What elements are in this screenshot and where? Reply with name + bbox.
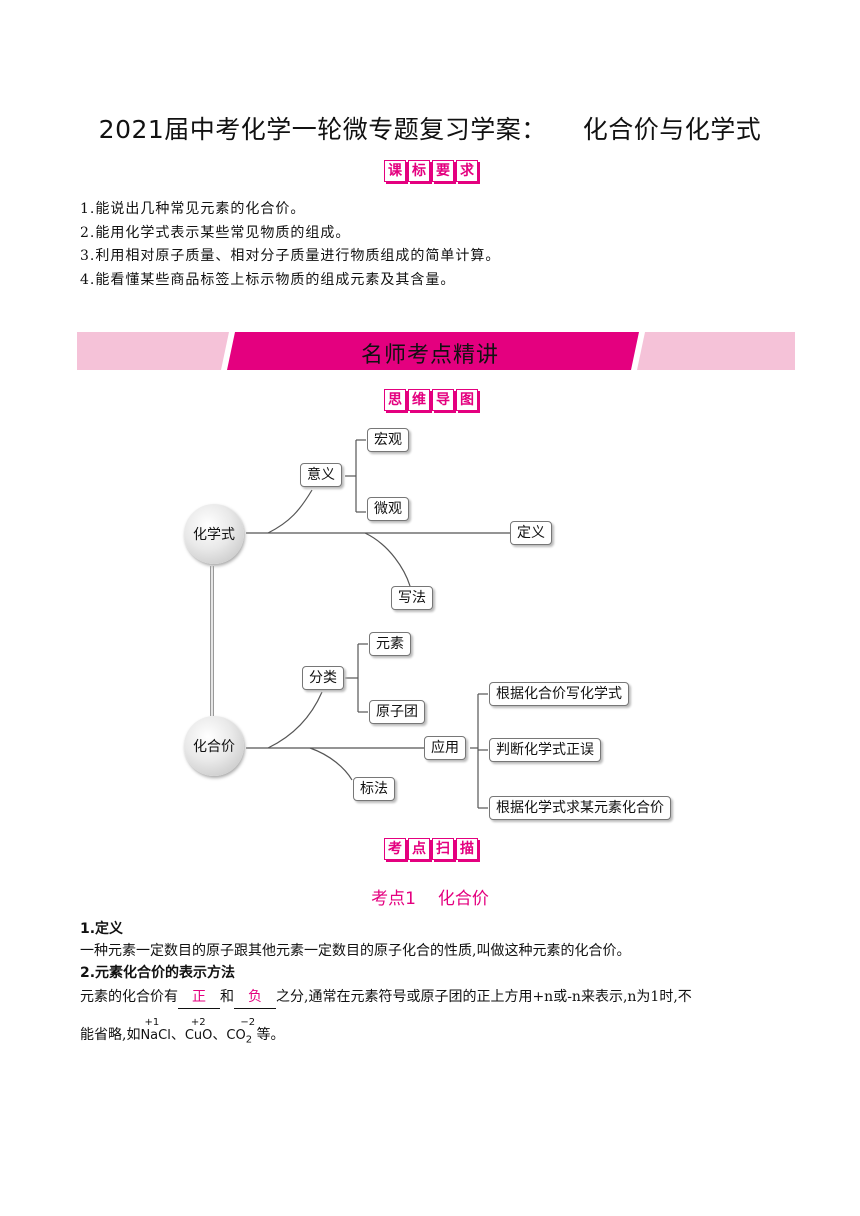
title-right: 化合价与化学式 xyxy=(582,115,762,144)
section2-text: 之分,通常在元素符号或原子团的正上方用+n或-n来表示,n为1时,不 xyxy=(276,989,692,1005)
title-left: 2021届中考化学一轮微专题复习学案： xyxy=(98,115,547,144)
document-title: 2021届中考化学一轮微专题复习学案： 化合价与化学式 xyxy=(0,110,860,146)
requirement-item: 3.利用相对原子质量、相对分子质量进行物质组成的简单计算。 xyxy=(80,248,501,264)
mindmap-label-char: 图 xyxy=(456,389,478,411)
section1-heading: 1.定义 xyxy=(80,918,123,940)
chem-formula: NaCl xyxy=(140,1028,171,1043)
app1-node: 根据化合价写化学式 xyxy=(489,682,629,706)
section2-text: 能省略,如 xyxy=(80,1027,141,1043)
scan-label-char: 点 xyxy=(408,838,430,860)
formula-center-node: 化学式 xyxy=(184,504,244,564)
scan-label: 考 点 扫 描 xyxy=(384,838,478,860)
section2-heading-text: 2.元素化合价的表示方法 xyxy=(80,965,236,981)
answer-blank-positive: 正 xyxy=(178,986,220,1009)
curriculum-label-char: 课 xyxy=(384,160,406,182)
section2-text: 和 xyxy=(220,989,234,1005)
app2-node: 判断化学式正误 xyxy=(489,738,601,762)
requirement-item: 1.能说出几种常见元素的化合价。 xyxy=(80,201,306,217)
meaning-node: 意义 xyxy=(300,463,342,487)
requirements-list: 1.能说出几种常见元素的化合价。 2.能用化学式表示某些常见物质的组成。 3.利… xyxy=(80,198,500,292)
mindmap-label-char: 导 xyxy=(432,389,454,411)
application-node: 应用 xyxy=(424,736,466,760)
separator: 、 xyxy=(170,1027,185,1043)
chem-formula: CuO xyxy=(184,1028,213,1043)
notation-node: 标法 xyxy=(353,777,395,801)
scan-label-char: 描 xyxy=(456,838,478,860)
formula-center-label: 化学式 xyxy=(193,527,235,543)
valence-center-node: 化合价 xyxy=(184,716,244,776)
kp1-title: 考点1 化合价 xyxy=(0,884,860,909)
separator: 、 xyxy=(212,1027,227,1043)
valence-center-label: 化合价 xyxy=(193,739,235,755)
section1-body: 一种元素一定数目的原子跟其他元素一定数目的原子化合的性质,叫做这种元素的化合价。 xyxy=(80,943,631,959)
app3-node: 根据化学式求某元素化合价 xyxy=(489,796,671,820)
section2-text: 等。 xyxy=(256,1027,285,1043)
atom-group-node: 原子团 xyxy=(369,700,425,724)
definition-node: 定义 xyxy=(510,521,552,545)
section2-line1: 元素的化合价有正和负之分,通常在元素符号或原子团的正上方用+n或-n来表示,n为… xyxy=(80,986,692,1009)
kp1-num: 考点1 xyxy=(371,889,416,909)
classify-node: 分类 xyxy=(302,666,344,690)
oxidation-state: −2 xyxy=(240,1017,256,1028)
macro-node: 宏观 xyxy=(367,428,409,452)
banner-title: 名师考点精讲 xyxy=(360,343,499,368)
micro-node: 微观 xyxy=(367,497,409,521)
mindmap-label: 思 维 导 图 xyxy=(384,389,478,411)
oxidation-state: +2 xyxy=(190,1017,206,1028)
mindmap-label-char: 维 xyxy=(408,389,430,411)
section1-heading-text: 1.定义 xyxy=(80,921,124,937)
scan-label-char: 考 xyxy=(384,838,406,860)
section2-text: 元素的化合价有 xyxy=(80,989,178,1005)
chem-subscript: 2 xyxy=(245,1034,253,1046)
element-node: 元素 xyxy=(369,632,411,656)
curriculum-label-char: 标 xyxy=(408,160,430,182)
scan-label-char: 扫 xyxy=(432,838,454,860)
requirement-item: 2.能用化学式表示某些常见物质的组成。 xyxy=(80,224,351,241)
writing-node: 写法 xyxy=(391,586,433,610)
chem-formula: CO xyxy=(226,1028,246,1043)
section2-heading: 2.元素化合价的表示方法 xyxy=(80,962,235,984)
curriculum-label: 课 标 要 求 xyxy=(384,160,478,182)
answer-blank-negative: 负 xyxy=(234,986,276,1009)
curriculum-label-char: 求 xyxy=(456,160,478,182)
section-banner xyxy=(77,332,795,370)
requirement-item: 4.能看懂某些商品标签上标示物质的组成元素及其含量。 xyxy=(80,271,456,288)
curriculum-label-char: 要 xyxy=(432,160,454,182)
kp1-name: 化合价 xyxy=(437,889,489,909)
oxidation-state: +1 xyxy=(144,1017,160,1028)
mindmap-label-char: 思 xyxy=(384,389,406,411)
